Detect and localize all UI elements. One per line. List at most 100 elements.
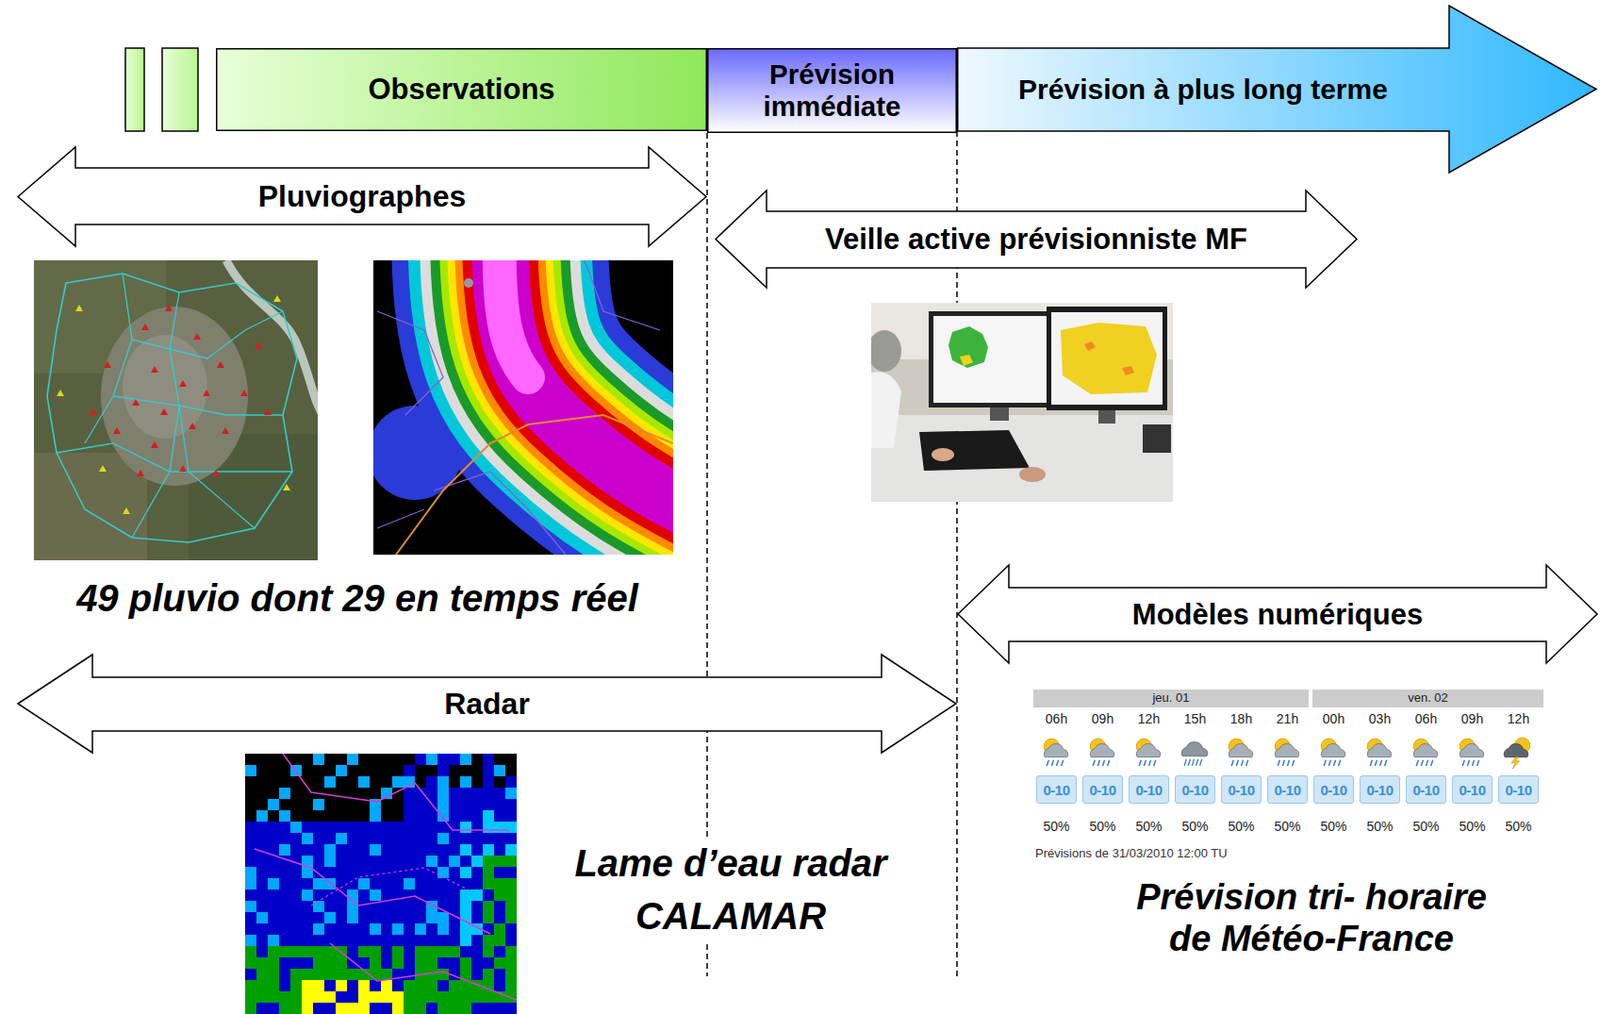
- day-header: ven. 02: [1312, 690, 1544, 706]
- radar-pixel: [414, 934, 427, 946]
- radar-pixel: [369, 990, 381, 1003]
- radar-pixel: [414, 764, 427, 776]
- radar-pixel: [358, 945, 370, 957]
- radar-pixel: [380, 877, 393, 890]
- node-label: Veille active prévisionniste MF: [824, 222, 1248, 257]
- node-shape: [957, 5, 1597, 173]
- node-label: Pluviographes: [258, 179, 467, 215]
- radar-pixel: [335, 900, 347, 912]
- radar-pixel: [358, 934, 370, 946]
- radar-pixel: [346, 764, 359, 776]
- radar-pixel: [437, 753, 449, 765]
- radar-pixel: [301, 934, 314, 946]
- radar-pixel: [335, 753, 347, 765]
- radar-pixel: [346, 934, 359, 946]
- radar-pixel: [505, 866, 517, 878]
- radar-pixel: [460, 900, 472, 912]
- radar-pixel: [471, 832, 483, 844]
- radar-pixel: [460, 877, 472, 890]
- radar-pixel: [403, 866, 415, 878]
- radar-pixel: [245, 787, 257, 799]
- forecast-table: [1033, 689, 1544, 769]
- observations-band: Observations: [215, 48, 708, 132]
- probability-cell: 50%: [1079, 818, 1126, 835]
- radar-pixel: [369, 855, 381, 867]
- radar-pixel: [494, 900, 506, 912]
- radar-pixel: [313, 1002, 325, 1014]
- radar-pixel: [426, 877, 438, 890]
- radar-pixel: [505, 843, 517, 856]
- radar-pixel: [256, 787, 268, 799]
- radar-pixel: [437, 911, 449, 924]
- radar-pixel: [245, 923, 257, 935]
- radar-pixel: [505, 877, 517, 890]
- radar-pixel: [460, 809, 472, 822]
- radar-pixel: [437, 832, 449, 844]
- probability-cell: 50%: [1218, 818, 1265, 835]
- radar-pixel: [335, 809, 347, 822]
- radar-pixel: [494, 923, 506, 935]
- radar-pixel: [335, 832, 347, 844]
- radar-pixel: [380, 798, 393, 810]
- radar-pixel: [460, 843, 472, 856]
- radar-pixel: [392, 923, 404, 935]
- hour-cell: 03h: [1356, 710, 1403, 727]
- radar-pixel: [256, 753, 268, 765]
- radar-pixel: [267, 1002, 280, 1014]
- radar-pixel: [346, 945, 359, 957]
- radar-pixel: [460, 934, 472, 946]
- radar-pixel: [482, 798, 495, 810]
- rain-badge: 0-10: [1498, 775, 1539, 804]
- hour-cell: 21h: [1264, 710, 1311, 727]
- radar-pixel: [460, 889, 472, 901]
- radar-pixel: [256, 979, 268, 991]
- radar-pixel: [256, 866, 268, 878]
- radar-pixel: [380, 911, 393, 924]
- radar-pixel: [414, 979, 427, 991]
- radar-pixel: [380, 956, 393, 969]
- hour-cell: 18h: [1218, 710, 1265, 727]
- radar-pixel: [358, 821, 370, 833]
- radar-pixel: [313, 900, 325, 912]
- radar-pixel: [313, 775, 325, 788]
- radar-pixel: [245, 934, 257, 946]
- radar-pixel: [256, 821, 268, 833]
- radar-pixel: [324, 889, 336, 901]
- radar-pixel: [426, 775, 438, 788]
- radar-pixel: [369, 843, 381, 856]
- radar-pixel: [346, 1002, 359, 1014]
- radar-pixel: [403, 968, 415, 980]
- radar-pixel: [313, 968, 325, 980]
- radar-pixel: [448, 775, 461, 788]
- radar-pixel: [290, 889, 302, 901]
- radar-pixel: [245, 889, 257, 901]
- radar-pixel: [346, 809, 359, 822]
- forecast-arrow: Prévision à plus long terme: [956, 4, 1599, 174]
- radar-pixel: [313, 753, 325, 765]
- radar-pixel: [245, 798, 257, 810]
- radar-pixel: [279, 990, 291, 1003]
- radar-pixel: [369, 753, 381, 765]
- radar-pixel: [346, 900, 359, 912]
- radar-pixel: [256, 990, 268, 1003]
- radar-pixel: [494, 889, 506, 901]
- radar-pixel: [324, 990, 336, 1003]
- radar-pixel: [324, 911, 336, 924]
- radar-pixel: [426, 889, 438, 901]
- radar-pixel: [437, 809, 449, 822]
- radar-pixel: [392, 979, 404, 991]
- rainfall-map: [373, 260, 674, 555]
- radar-pixel: [482, 877, 495, 890]
- hour-cell: 06h: [1402, 710, 1450, 727]
- radar-pixel: [482, 764, 495, 776]
- radar-pixel: [301, 900, 314, 912]
- radar-pixel: [369, 968, 381, 980]
- node-label: Observations: [367, 72, 555, 107]
- radar-pixel: [335, 866, 347, 878]
- radar-pixel: [414, 855, 427, 867]
- radar-pixel: [448, 866, 461, 878]
- radar-pixel: [494, 753, 506, 765]
- radar-pixel: [313, 832, 325, 844]
- radar-pixel: [358, 911, 370, 924]
- probability-cell: 50%: [1495, 818, 1542, 835]
